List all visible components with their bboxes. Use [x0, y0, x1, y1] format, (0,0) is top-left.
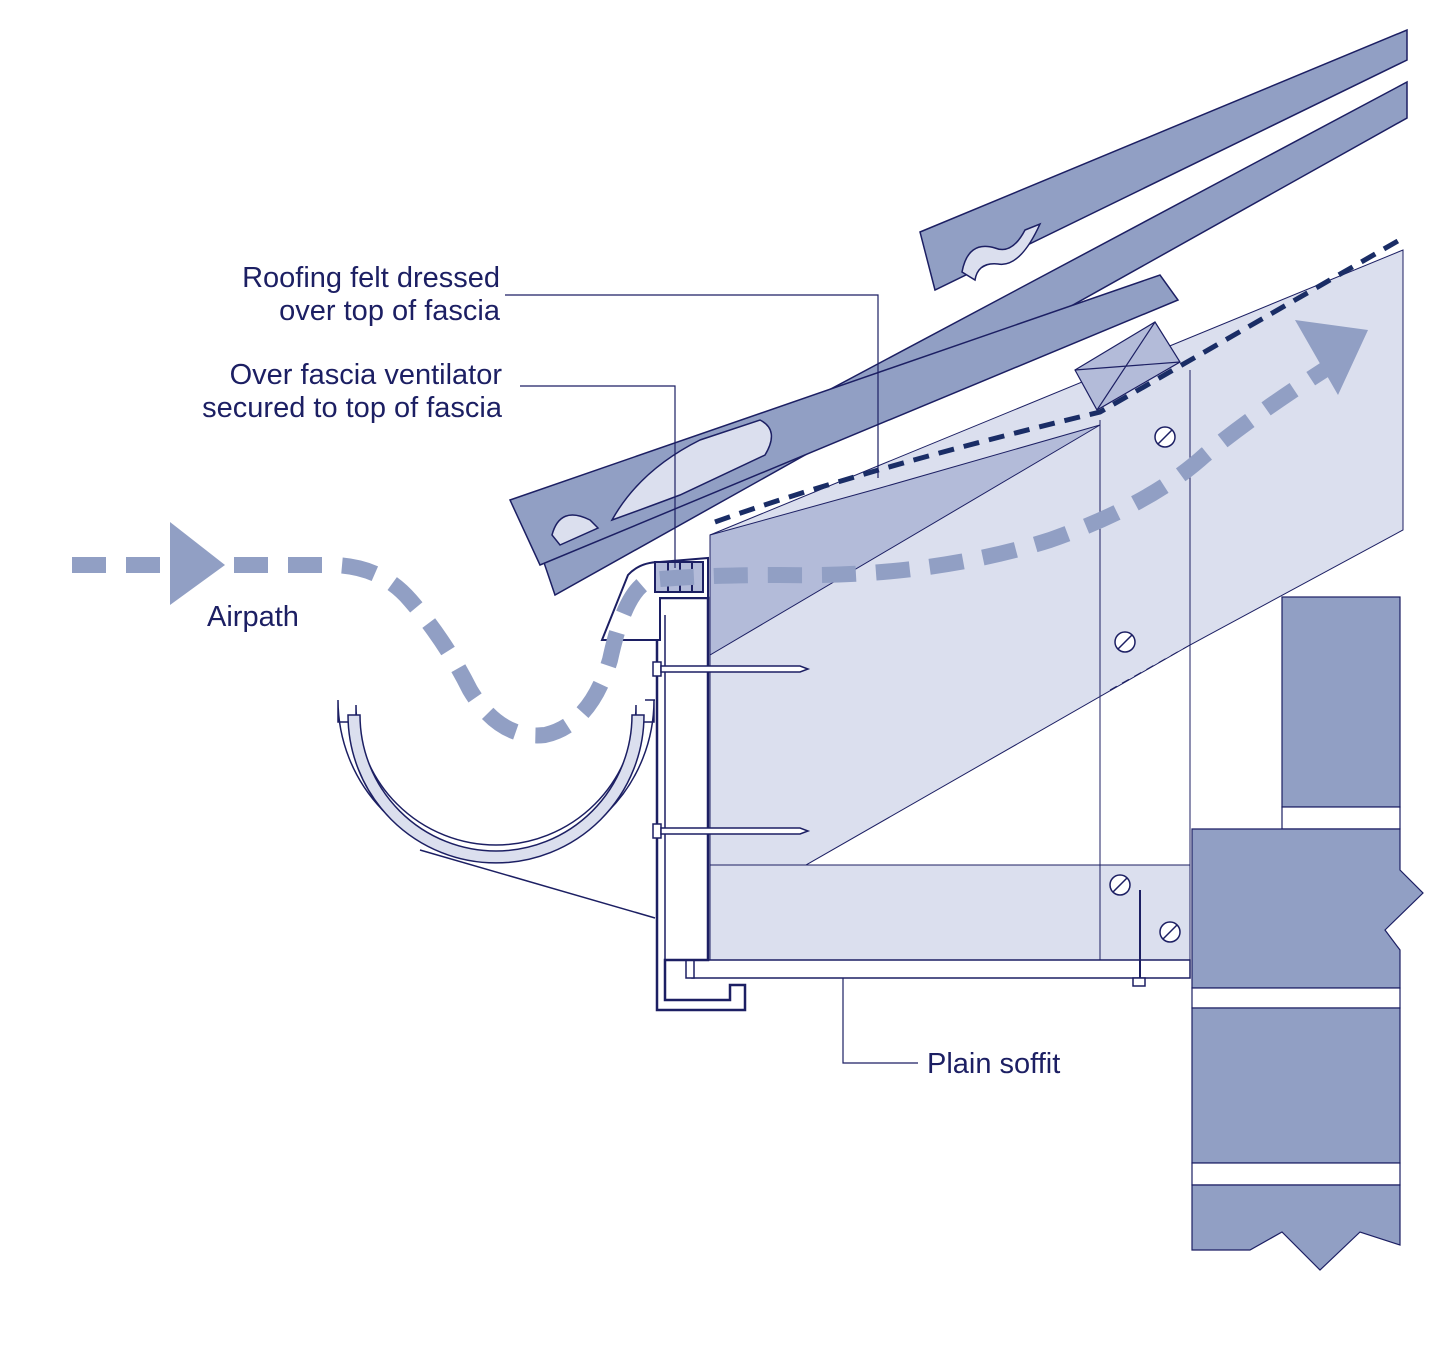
- airpath-arrowhead-start: [170, 522, 225, 605]
- brick-wall: [1191, 596, 1424, 1271]
- screw-fixing: [1114, 631, 1136, 653]
- soffit-board: [691, 959, 1191, 979]
- airpath-arrowhead-end: [1295, 320, 1368, 395]
- airpath-label: Airpath: [207, 601, 299, 633]
- ventilator-label-line2: secured to top of fascia: [202, 392, 503, 424]
- rafter-assembly: [709, 249, 1404, 961]
- rafter-fixings: [1109, 426, 1181, 943]
- airpath-line: [72, 353, 1345, 744]
- screw-head: [652, 661, 662, 677]
- mortar-joint: [1191, 1162, 1401, 1186]
- ventilator-leader: [520, 385, 676, 568]
- felt-label-line2: over top of fascia: [279, 295, 501, 327]
- airpath-arrow: [72, 320, 1368, 744]
- screw-fixing: [1109, 874, 1131, 896]
- batten-cross: [1074, 361, 1181, 371]
- tile-lug-hollow: [610, 419, 773, 522]
- gutter-bracket: [419, 849, 656, 919]
- soffit-leader: [842, 978, 918, 1064]
- hidden-edge: [1109, 644, 1191, 691]
- roof-tiles: [508, 28, 1408, 597]
- felt-leader: [505, 294, 879, 478]
- mortar-joint: [1191, 987, 1401, 1009]
- gutter: [337, 699, 656, 919]
- roof-tile-top: [919, 28, 1408, 292]
- mortar-joint: [1281, 806, 1401, 830]
- fascia-screws: [652, 661, 811, 839]
- fascia-board: [655, 596, 747, 1012]
- plain-soffit: [685, 890, 1191, 987]
- ventilator-label-line1: Over fascia ventilator: [230, 359, 503, 391]
- screw-fixing: [1159, 921, 1181, 943]
- brick: [1191, 828, 1424, 989]
- roofing-felt-line: [714, 235, 1405, 525]
- soffit-nail-head: [1132, 977, 1146, 987]
- screw-head: [652, 823, 662, 839]
- rafter-panel: [709, 249, 1404, 921]
- tile-lug-hollow: [551, 514, 600, 546]
- brick: [1191, 1007, 1401, 1164]
- screw-shaft: [660, 827, 811, 835]
- screw-fixing: [1154, 426, 1176, 448]
- brick: [1191, 1184, 1401, 1271]
- gutter-inner-shell: [347, 714, 645, 864]
- screw-shaft: [660, 665, 811, 673]
- tile-lug-hollow: [961, 222, 1042, 282]
- batten: [1074, 321, 1181, 411]
- brick: [1281, 596, 1401, 808]
- leader-lines: [505, 294, 918, 1064]
- soffit-label: Plain soffit: [927, 1048, 1060, 1080]
- batten-cross: [1096, 321, 1156, 411]
- felt-label-line1: Roofing felt dressed: [242, 262, 500, 294]
- soffit-clip: [685, 959, 695, 979]
